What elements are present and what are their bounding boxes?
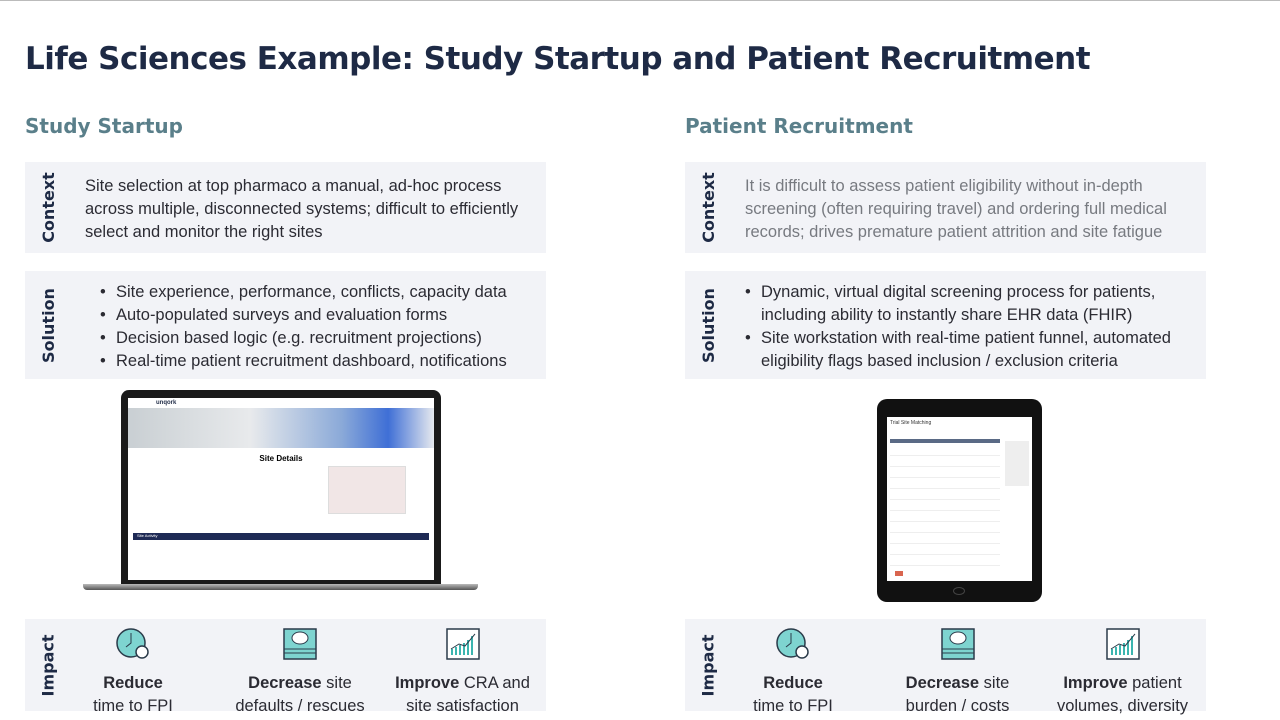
tablet-mockup-image: Trial Site Matching xyxy=(877,399,1042,602)
impact-bold: Reduce xyxy=(103,674,163,692)
context-label: Context xyxy=(38,172,58,243)
solution-label: Solution xyxy=(38,287,58,363)
patient-recruitment-impact-panel: Impact Reduce time to FPI Decrease site … xyxy=(685,619,1206,715)
growth-chart-icon xyxy=(445,628,480,660)
study-startup-context-panel: Context Site selection at top pharmaco a… xyxy=(25,162,546,253)
solution-item: Real-time patient recruitment dashboard,… xyxy=(100,350,536,373)
clock-gear-icon xyxy=(116,628,149,659)
money-icon xyxy=(283,628,317,660)
money-icon xyxy=(940,628,975,660)
solution-label: Solution xyxy=(698,287,718,363)
solution-item: Site workstation with real-time patient … xyxy=(745,327,1196,373)
impact-improve-satisfaction: Improve CRA and site satisfaction xyxy=(390,627,535,718)
impact-decrease-defaults: Decrease site defaults / rescues xyxy=(235,627,365,718)
study-startup-impact-panel: Impact Reduce time to FPI Decrease site … xyxy=(25,619,546,715)
impact-improve-volumes: Improve patient volumes, diversity xyxy=(1050,627,1195,718)
laptop-mockup-image: unqork Site Details Site Activity xyxy=(83,390,478,592)
context-text: It is difficult to assess patient eligib… xyxy=(745,177,1167,241)
impact-text: patient volumes, diversity xyxy=(1056,674,1189,715)
patient-recruitment-heading: Patient Recruitment xyxy=(685,114,913,138)
impact-label: Impact xyxy=(698,633,718,697)
clock-gear-icon xyxy=(776,628,809,659)
impact-reduce-time: Reduce time to FPI xyxy=(83,627,183,718)
impact-label: Impact xyxy=(38,633,58,697)
impact-text: site burden / costs xyxy=(905,674,1010,715)
site-activity-bar: Site Activity xyxy=(133,533,429,540)
impact-bold: Decrease xyxy=(905,674,980,692)
impact-text: site defaults / rescues xyxy=(235,674,365,715)
study-startup-heading: Study Startup xyxy=(25,114,183,138)
app-logo: unqork xyxy=(156,400,177,406)
impact-decrease-burden: Decrease site burden / costs xyxy=(895,627,1020,718)
impact-bold: Improve xyxy=(1063,674,1128,692)
impact-reduce-time: Reduce time to FPI xyxy=(743,627,843,718)
solution-item: Decision based logic (e.g. recruitment p… xyxy=(100,327,536,350)
solution-item: Auto-populated surveys and evaluation fo… xyxy=(100,304,536,327)
solution-item: Dynamic, virtual digital screening proce… xyxy=(745,281,1196,327)
context-label: Context xyxy=(698,172,718,243)
site-details-heading: Site Details xyxy=(259,454,303,463)
page-title: Life Sciences Example: Study Startup and… xyxy=(25,41,1091,77)
study-startup-solution-panel: Solution Site experience, performance, c… xyxy=(25,271,546,379)
solution-item: Site experience, performance, conflicts,… xyxy=(100,281,536,304)
impact-text: time to FPI xyxy=(753,697,833,715)
impact-bold: Improve xyxy=(395,674,460,692)
growth-chart-icon xyxy=(1105,628,1140,660)
impact-bold: Decrease xyxy=(248,674,322,692)
impact-text: time to FPI xyxy=(93,697,173,715)
context-text: Site selection at top pharmaco a manual,… xyxy=(85,177,519,241)
impact-bold: Reduce xyxy=(763,674,823,692)
trial-site-matching-heading: Trial Site Matching xyxy=(890,420,932,426)
patient-recruitment-context-panel: Context It is difficult to assess patien… xyxy=(685,162,1206,253)
patient-recruitment-solution-panel: Solution Dynamic, virtual digital screen… xyxy=(685,271,1206,379)
impact-text: CRA and site satisfaction xyxy=(406,674,530,715)
